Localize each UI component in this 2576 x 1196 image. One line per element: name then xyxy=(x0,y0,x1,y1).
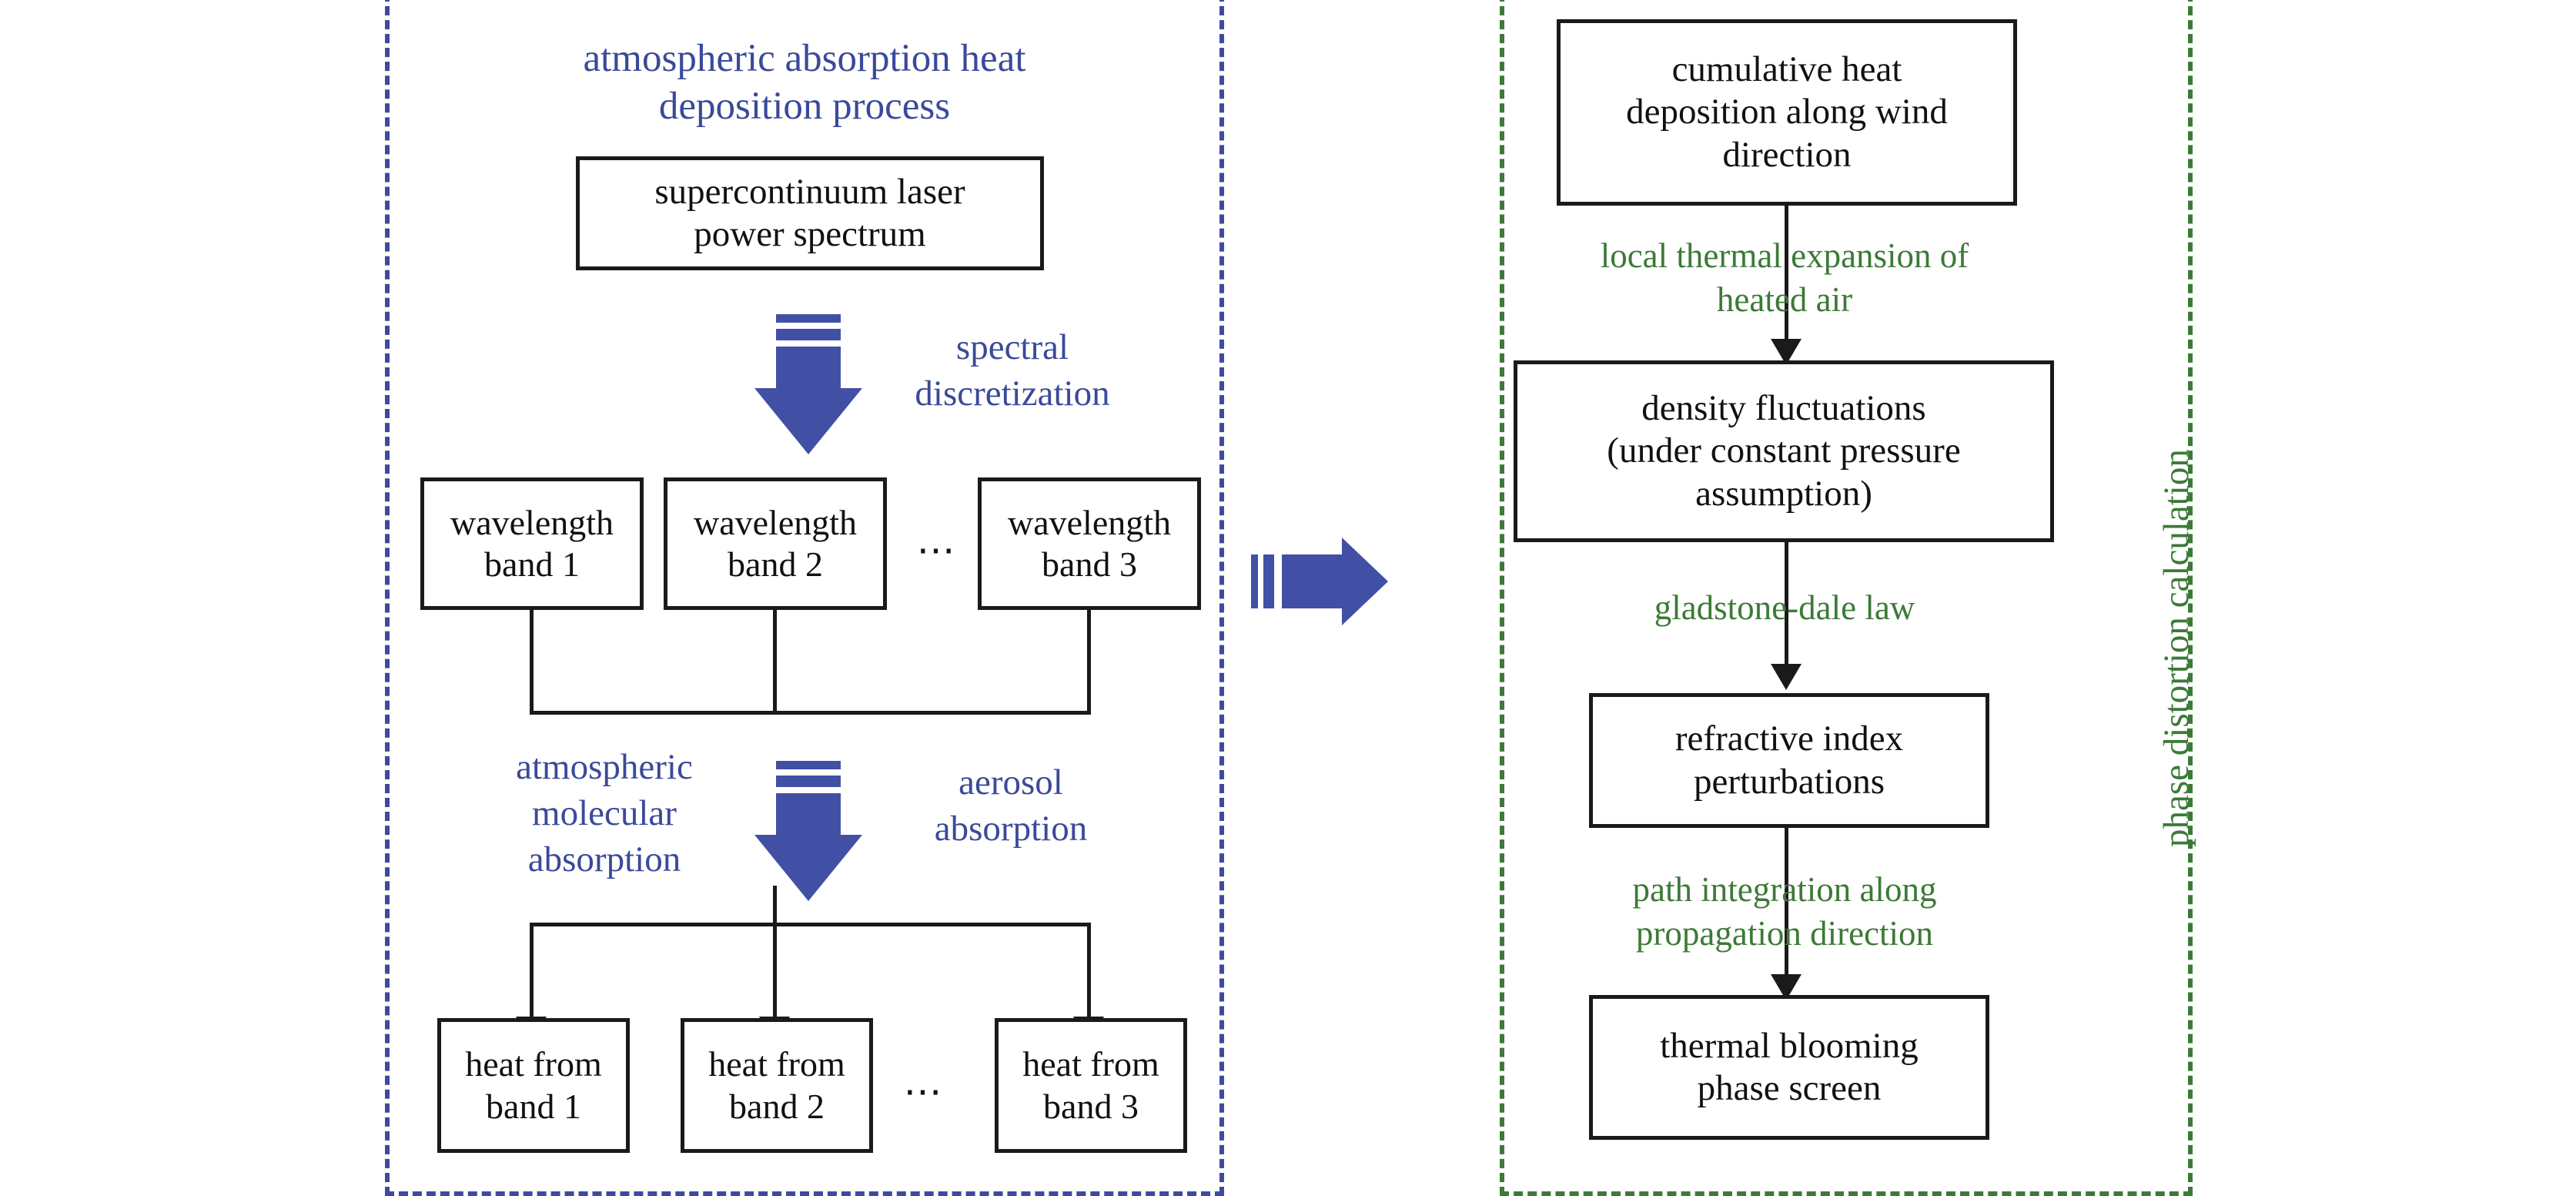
path-integration-label-line1: path integration along xyxy=(1632,870,1937,909)
molecular-absorption-label-line1: atmospheric xyxy=(516,747,693,787)
cumulative-heat-line1: cumulative heat xyxy=(1671,49,1902,89)
heat-from-band-3-box[interactable]: heat from band 3 xyxy=(995,1018,1187,1153)
band-merge-bus xyxy=(530,711,1091,715)
wavelength-band-2-line2: band 2 xyxy=(728,544,823,584)
wavelength-band-3-box[interactable]: wavelength band 3 xyxy=(978,477,1201,610)
phase-distortion-calculation-label: phase distortion calculation xyxy=(2156,449,2196,847)
band2-down-stub xyxy=(773,610,777,715)
refractive-index-perturbations-box[interactable]: refractive index perturbations xyxy=(1589,693,1989,828)
wavelength-band-3-line2: band 3 xyxy=(1042,544,1137,584)
gladstone-dale-law-label: gladstone-dale law xyxy=(1654,588,1915,627)
wavelength-band-2-box[interactable]: wavelength band 2 xyxy=(664,477,887,610)
heat-band-3-line2: band 3 xyxy=(1043,1086,1139,1126)
thermal-blooming-phase-screen-box[interactable]: thermal blooming phase screen xyxy=(1589,995,1989,1140)
heat2-drop xyxy=(773,923,777,1027)
edge-3-line xyxy=(1785,828,1788,990)
left-panel-title-line1: atmospheric absorption heat xyxy=(583,37,1026,80)
edge-2-arrowhead xyxy=(1771,664,1802,690)
edge-2-line xyxy=(1785,542,1788,678)
density-fluctuations-line1: density fluctuations xyxy=(1641,387,1926,428)
edge-1-line xyxy=(1785,206,1788,350)
band1-down-stub xyxy=(530,610,534,715)
heat-band-ellipsis: ⋯ xyxy=(903,1070,945,1113)
left-to-right-transfer-arrow xyxy=(1251,531,1436,632)
refractive-index-line2: perturbations xyxy=(1694,761,1885,802)
molecular-absorption-label-line2: molecular xyxy=(532,793,677,833)
path-integration-label-line2: propagation direction xyxy=(1635,914,1934,953)
absorption-arrow xyxy=(754,761,862,901)
local-thermal-expansion-label-line2: heated air xyxy=(1716,280,1853,319)
heat-band-2-line1: heat from xyxy=(708,1044,845,1084)
heat3-drop xyxy=(1087,923,1091,1027)
supercontinuum-laser-line1: supercontinuum laser xyxy=(654,171,965,212)
heat-from-band-1-box[interactable]: heat from band 1 xyxy=(437,1018,630,1153)
band3-down-stub xyxy=(1087,610,1091,715)
left-panel-title-line2: deposition process xyxy=(658,85,951,128)
density-fluctuations-line3: assumption) xyxy=(1695,473,1872,514)
wavelength-band-ellipsis: ⋯ xyxy=(916,528,958,571)
heat-band-1-line1: heat from xyxy=(465,1044,602,1084)
molecular-absorption-label-line3: absorption xyxy=(527,839,681,879)
cumulative-heat-line3: direction xyxy=(1722,134,1852,175)
wavelength-band-1-line1: wavelength xyxy=(450,502,614,542)
heat-feed-center xyxy=(773,886,777,926)
cumulative-heat-deposition-box[interactable]: cumulative heat deposition along wind di… xyxy=(1557,19,2017,206)
spectral-discretization-arrow xyxy=(754,314,862,454)
aerosol-absorption-label-line1: aerosol xyxy=(958,762,1063,802)
supercontinuum-laser-box[interactable]: supercontinuum laser power spectrum xyxy=(576,156,1044,270)
heat-distribution-bus xyxy=(530,923,1091,926)
aerosol-absorption-label-line2: absorption xyxy=(934,809,1088,849)
heat-band-1-line2: band 1 xyxy=(486,1086,581,1126)
wavelength-band-1-box[interactable]: wavelength band 1 xyxy=(420,477,644,610)
spectral-discretization-label-line2: discretization xyxy=(915,374,1110,414)
thermal-blooming-line2: phase screen xyxy=(1697,1068,1882,1108)
density-fluctuations-box[interactable]: density fluctuations (under constant pre… xyxy=(1514,360,2054,542)
cumulative-heat-line2: deposition along wind xyxy=(1626,92,1948,132)
wavelength-band-3-line1: wavelength xyxy=(1007,502,1172,542)
density-fluctuations-line2: (under constant pressure xyxy=(1607,430,1961,471)
local-thermal-expansion-label-line1: local thermal expansion of xyxy=(1600,236,1969,275)
heat-band-2-line2: band 2 xyxy=(729,1086,825,1126)
wavelength-band-2-line1: wavelength xyxy=(693,502,858,542)
heat-from-band-2-box[interactable]: heat from band 2 xyxy=(681,1018,873,1153)
thermal-blooming-line1: thermal blooming xyxy=(1660,1025,1919,1066)
spectral-discretization-label-line1: spectral xyxy=(955,327,1069,367)
refractive-index-line1: refractive index xyxy=(1674,719,1904,759)
wavelength-band-1-line2: band 1 xyxy=(484,544,580,584)
heat1-drop xyxy=(530,923,534,1027)
heat-band-3-line1: heat from xyxy=(1022,1044,1159,1084)
supercontinuum-laser-line2: power spectrum xyxy=(694,214,926,254)
